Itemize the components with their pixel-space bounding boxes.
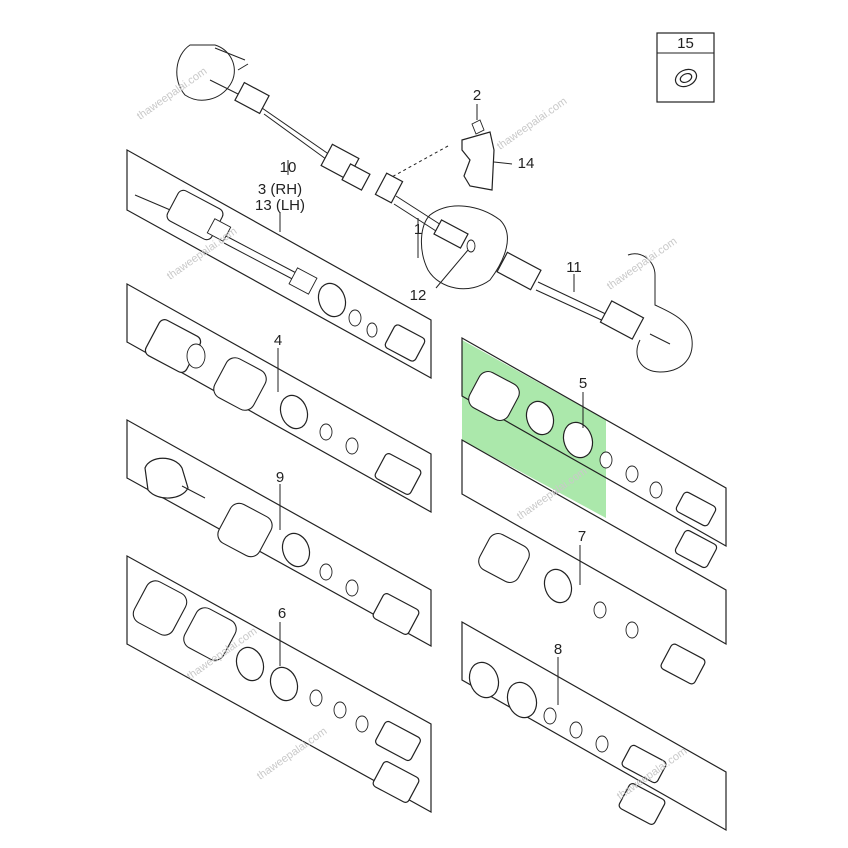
callout-1[interactable]: 1 — [414, 221, 422, 238]
main-assembly — [176, 44, 693, 373]
panel-8[interactable] — [461, 620, 727, 832]
panel-5[interactable] — [461, 336, 727, 548]
callouts: 2 10 14 3 (RH) 13 (LH) 1 11 12 4 5 9 7 6… — [255, 87, 587, 658]
callout-14[interactable]: 14 — [518, 155, 535, 172]
panel-6[interactable] — [126, 554, 432, 814]
watermark-text: thaweepalai.com — [135, 65, 210, 122]
callout-4[interactable]: 4 — [274, 332, 282, 349]
watermarks: thaweepalai.com thaweepalai.com thaweepa… — [135, 65, 690, 802]
callout-15: 15 — [677, 35, 694, 52]
leader-lines — [277, 160, 584, 705]
callout-11[interactable]: 11 — [566, 259, 582, 276]
watermark-text: thaweepalai.com — [495, 95, 570, 152]
callout-6[interactable]: 6 — [278, 605, 286, 622]
panel-4[interactable] — [126, 282, 432, 514]
panel-3-13[interactable] — [126, 148, 432, 380]
callout-7[interactable]: 7 — [578, 528, 586, 545]
callout-13-lh[interactable]: 13 (LH) — [255, 197, 305, 214]
callout-8[interactable]: 8 — [554, 641, 562, 658]
watermark-text: thaweepalai.com — [605, 235, 680, 292]
callout-2[interactable]: 2 — [473, 87, 481, 104]
callout-10[interactable]: 10 — [280, 159, 297, 176]
callout-12[interactable]: 12 — [410, 287, 427, 304]
watermark-text: thaweepalai.com — [255, 725, 330, 782]
inset-box-15[interactable]: 15 — [656, 32, 715, 103]
callout-9[interactable]: 9 — [276, 469, 284, 486]
panel-7[interactable] — [461, 438, 727, 646]
callout-5[interactable]: 5 — [579, 375, 587, 392]
panel-9[interactable] — [126, 418, 432, 648]
callout-3-rh[interactable]: 3 (RH) — [258, 181, 302, 198]
